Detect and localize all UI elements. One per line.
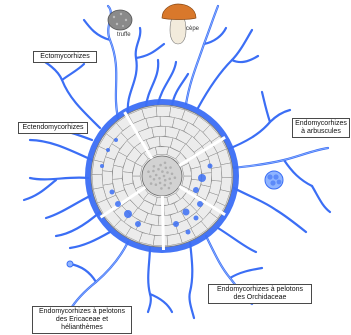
label-ectendomycorrhizes: Ectendomycorhizes [18,122,88,134]
stele-cell [164,184,167,187]
stele-cell [164,179,167,182]
cortex-cell [160,116,174,127]
stele-cell [164,162,167,165]
stele-cell [158,177,161,180]
truffe-icon [108,10,132,30]
fungal-peloton [197,201,203,207]
stele-cell [149,175,152,178]
vesicle [67,261,73,267]
label-endo-arbuscules: Endomycorhizes à arbuscules [292,118,350,138]
label-endo-ericaceae-line3: hélianthèmes [35,324,129,332]
fungal-peloton [173,221,179,227]
cortex-cell [112,165,123,179]
cortex-cell [220,177,232,192]
label-endo-ericaceae-line1: Endomycorhizes à pelotons [35,308,129,316]
fungal-peloton [194,216,199,221]
cortex-cell [102,171,112,186]
fungal-peloton [186,230,191,235]
stele-cell [153,165,156,168]
fungal-peloton [208,164,213,169]
cortex-cell [152,126,166,137]
fungal-peloton [135,221,141,227]
fungal-peloton [115,201,121,207]
stele [142,156,182,196]
label-endo-orchidaceae-line1: Endomycorhizes à pelotons [211,286,309,294]
label-endo-ericaceae: Endomycorhizes à pelotons des Ericaceae … [32,306,132,334]
stele-cell [160,187,163,190]
stele-cell [165,167,168,170]
cortex-cell [211,167,221,182]
stele-cell [150,182,153,185]
cortex-cell [155,147,168,155]
fungal-peloton [183,209,190,216]
cepe-icon [162,4,196,44]
stele-cell [169,182,172,185]
label-endo-orchidaceae: Endomycorhizes à pelotons des Orchidacea… [208,284,312,304]
fungal-peloton [110,190,115,195]
stele-cell [163,175,166,178]
stele-cell [169,166,172,169]
stele-cell [153,178,156,181]
sector-divider [162,196,163,250]
label-endo-orchidaceae-line2: des Orchidaceae [211,294,309,302]
stele-cell [155,183,158,186]
fungal-peloton [114,138,118,142]
stele-cell [159,182,162,185]
fungal-peloton [106,148,110,152]
cortex-cell [221,163,232,178]
label-ectomycorrhizes-text: Ectomycorhizes [36,53,94,61]
label-endo-arbuscules-line1: Endomycorhizes [295,120,347,128]
fungal-peloton [124,210,132,218]
fungal-peloton [100,164,104,168]
label-ectomycorrhizes: Ectomycorhizes [33,51,97,63]
fungal-peloton [198,174,206,182]
fungal-peloton [193,187,199,193]
stele-cell [152,170,155,173]
stele-cell [174,176,177,179]
stele-cell [159,164,162,167]
stele-cell [155,174,158,177]
stele-cell [166,171,169,174]
root-cross-section [85,99,239,253]
stele-cell [157,168,160,171]
label-ectendomycorrhizes-text: Ectendomycorhizes [21,124,85,132]
cortex-cell [158,215,172,226]
cortex-cell [156,106,171,116]
cortex-cell [153,236,168,246]
spore-cluster [265,171,283,189]
label-endo-ericaceae-line2: des Ericaceae et [35,316,129,324]
cepe-label: cèpe [186,26,199,32]
label-endo-arbuscules-line2: à arbuscules [295,128,347,136]
cortex-cell [122,172,133,186]
stele-cell [168,178,171,181]
truffe-label: truffe [117,32,131,38]
stele-cell [161,170,164,173]
cortex-cell [92,175,103,190]
stele-cell [168,187,171,190]
stele-cell [171,173,174,176]
stele-cell [147,170,150,173]
